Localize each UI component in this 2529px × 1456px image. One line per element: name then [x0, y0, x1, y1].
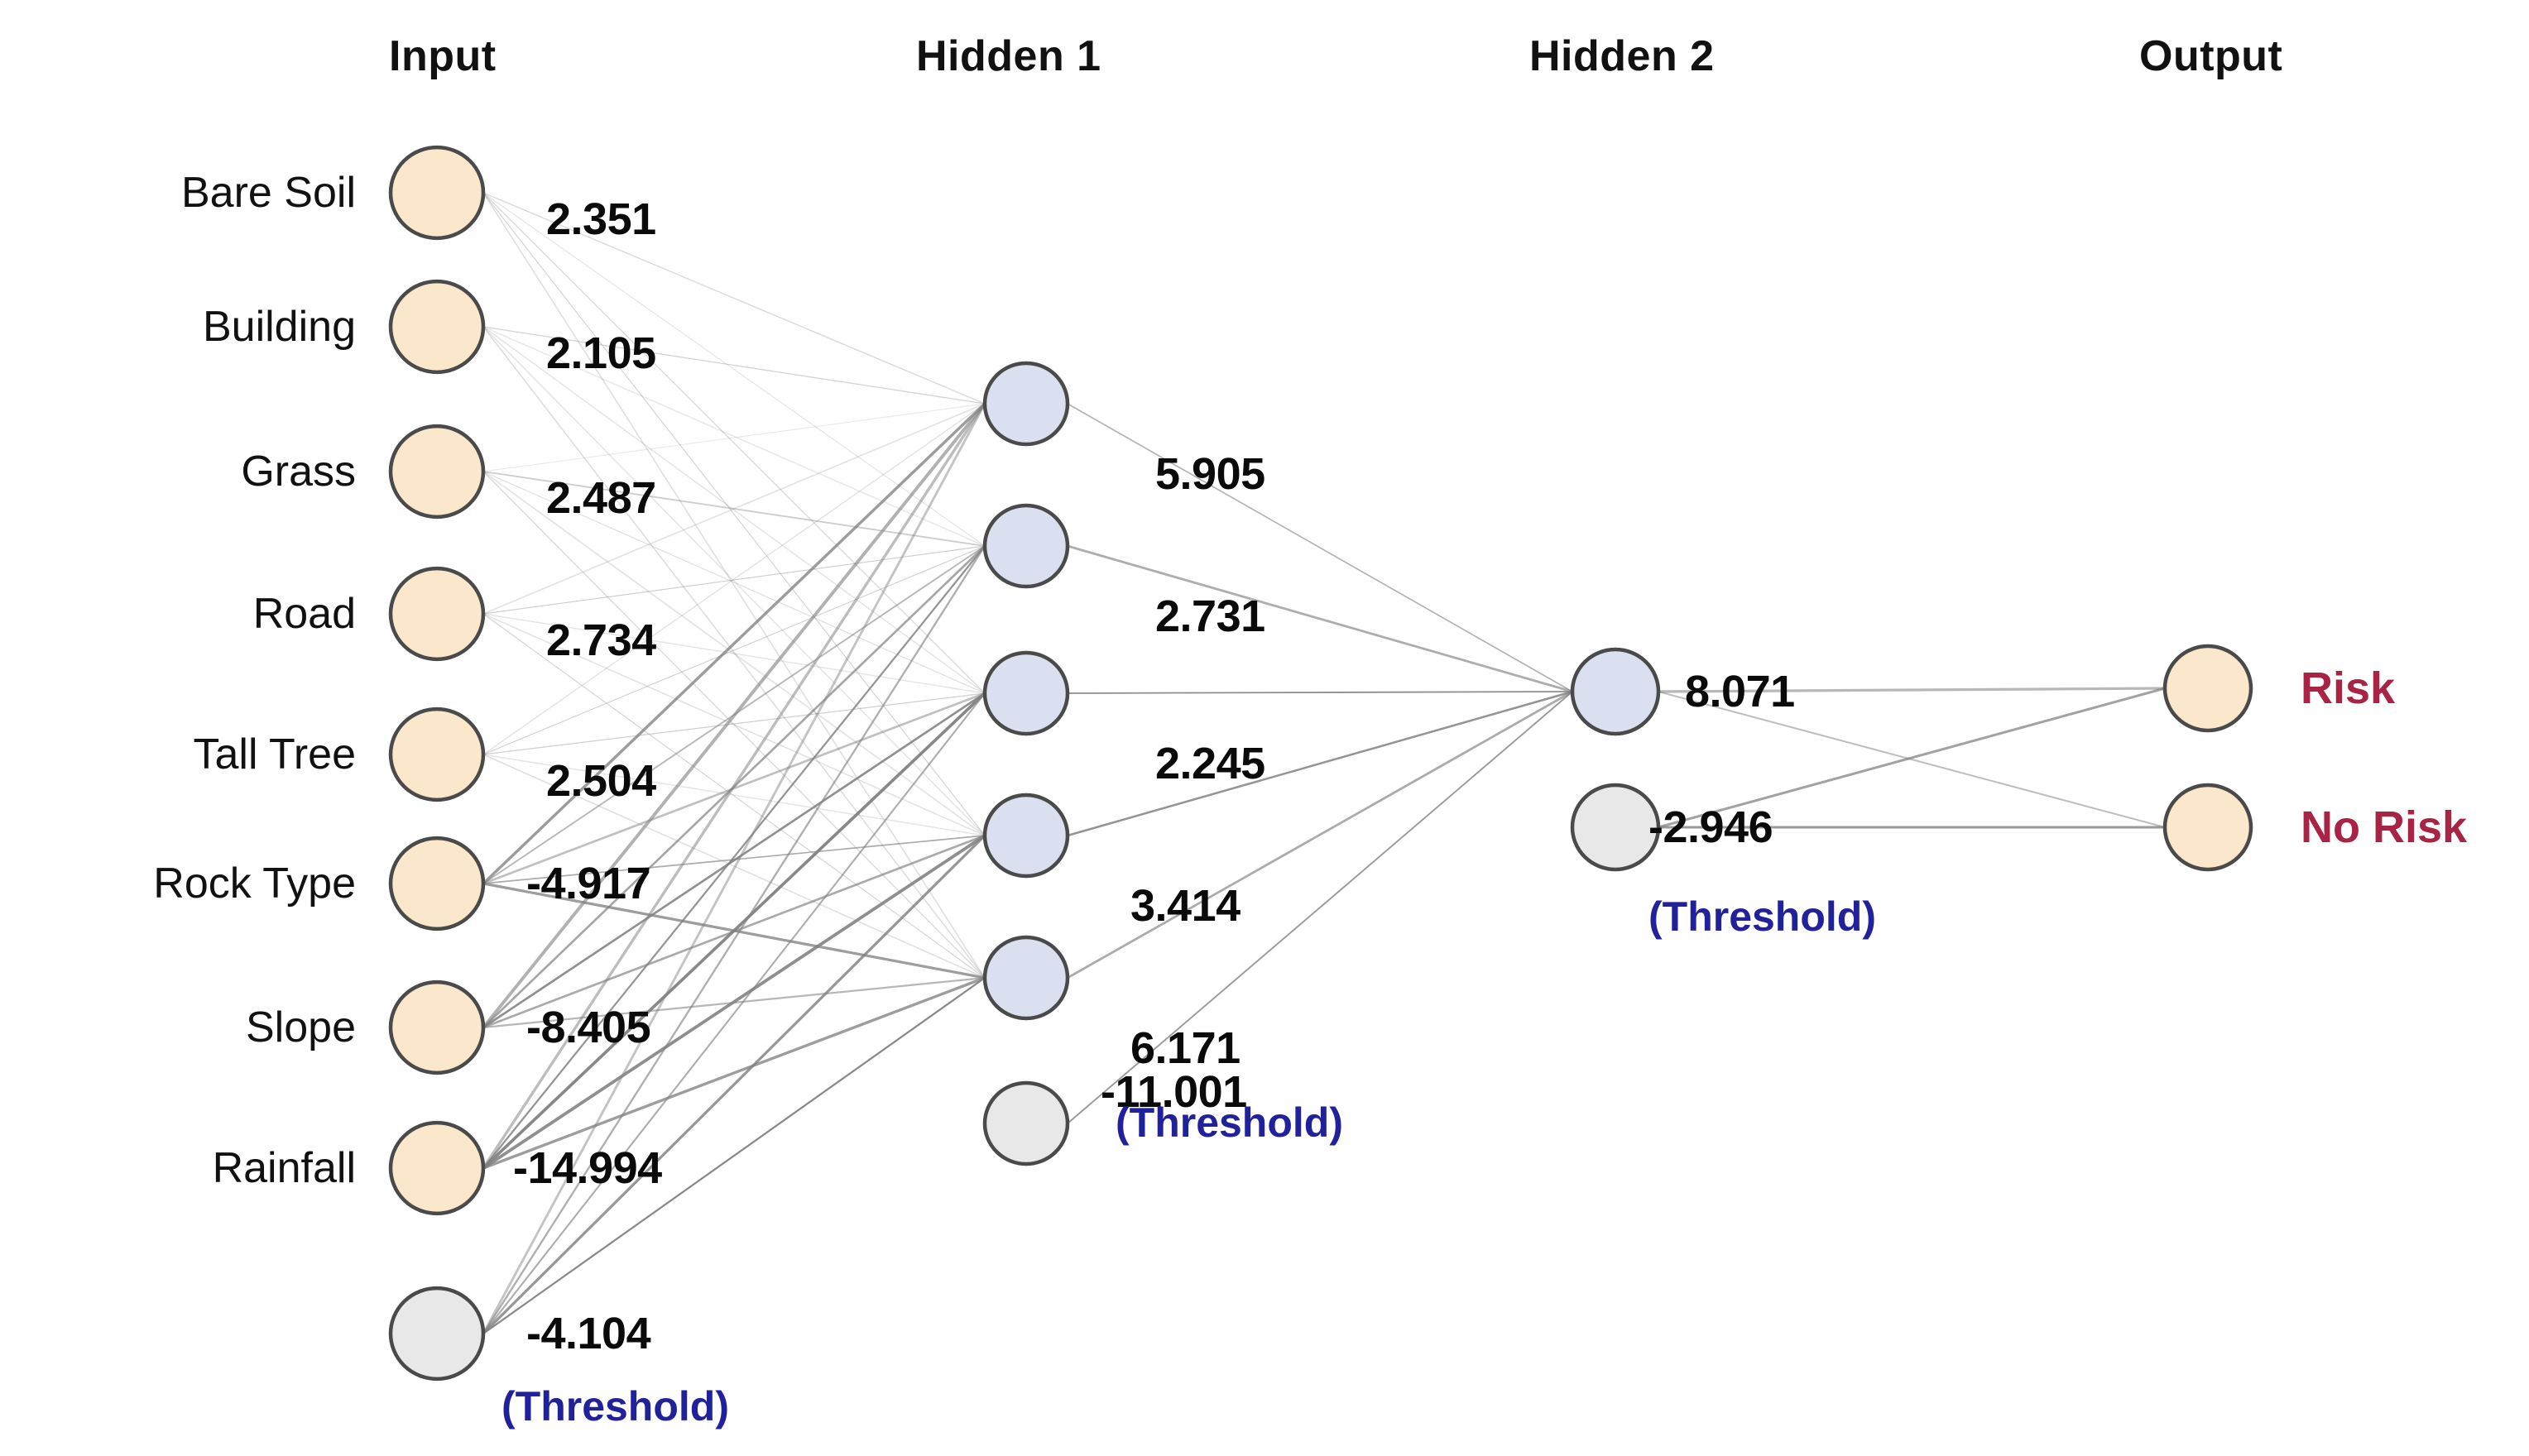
connection-edge [482, 976, 986, 1170]
connection-edge [482, 545, 986, 1334]
input-weight-label-2: 2.487 [546, 473, 656, 523]
hidden1-node-2[interactable] [982, 650, 1070, 736]
connection-edge [482, 192, 986, 547]
input-feature-label-4: Tall Tree [193, 730, 356, 778]
input-node-2[interactable] [388, 424, 486, 520]
input-weight-label-0: 2.351 [546, 194, 656, 244]
connection-edge [1067, 403, 1573, 692]
hidden2-weight-label-1: -2.946 [1648, 802, 1773, 852]
connection-edge [482, 326, 986, 694]
column-header-output: Output [2139, 32, 2283, 80]
input-weight-label-5: -4.917 [526, 859, 651, 908]
input-node-0[interactable] [388, 145, 486, 241]
connection-edge [1067, 690, 1573, 979]
connection-edge [1658, 687, 2166, 829]
output-class-label-1: No Risk [2301, 802, 2468, 852]
connection-edge [482, 834, 986, 1335]
connection-edge [1067, 544, 1573, 693]
connection-edge [482, 326, 986, 979]
connection-edge [482, 471, 986, 694]
hidden2-threshold-node[interactable] [1570, 783, 1661, 872]
hidden1-weight-label-4: 6.171 [1130, 1023, 1241, 1073]
input-feature-label-3: Road [252, 590, 356, 638]
input-feature-label-0: Bare Soil [181, 169, 356, 217]
input-feature-label-5: Rock Type [153, 860, 356, 908]
hidden1-node-1[interactable] [982, 503, 1070, 589]
input-weight-label-1: 2.105 [546, 328, 656, 378]
connection-edge [482, 692, 986, 1170]
connection-edge [482, 403, 986, 615]
connection-edge [482, 977, 986, 1334]
connection-edge [482, 402, 986, 1029]
connection-edge [482, 692, 986, 1029]
connection-edge [482, 471, 986, 836]
connection-edge [1067, 691, 1573, 1124]
output-class-label-0: Risk [2301, 663, 2396, 713]
output-node-0[interactable] [2162, 644, 2253, 733]
input-weight-label-4: 2.504 [546, 756, 656, 806]
connection-edge [482, 613, 986, 694]
connection-edge [482, 754, 986, 836]
input-feature-label-7: Rainfall [212, 1144, 356, 1192]
hidden2-node-0[interactable] [1570, 647, 1661, 736]
hidden1-weight-label-2: 2.245 [1155, 739, 1265, 788]
input-feature-label-1: Building [202, 303, 356, 351]
connection-edge [1658, 691, 2166, 828]
column-header-input: Input [389, 32, 497, 80]
connection-edge [482, 403, 986, 1169]
input-node-7[interactable] [388, 1120, 486, 1216]
connection-edge [482, 192, 986, 836]
connection-edge [482, 834, 986, 1170]
connection-edge [482, 192, 986, 979]
hidden2-weight-label-0: 8.071 [1685, 667, 1795, 716]
input-weight-label-3: 2.734 [546, 615, 656, 665]
input-node-1[interactable] [388, 279, 486, 375]
column-header-hidden2: Hidden 2 [1529, 32, 1715, 80]
column-header-hidden1: Hidden 1 [916, 32, 1101, 80]
hidden1-threshold-node[interactable] [982, 1080, 1070, 1166]
connection-edge [482, 402, 986, 885]
input-weight-label-7: -14.994 [513, 1143, 662, 1193]
connection-edge [482, 403, 986, 1334]
connection-edge [482, 545, 986, 755]
hidden1-weight-label-0: 5.905 [1155, 449, 1265, 499]
hidden1-weight-label-3: 3.414 [1130, 881, 1241, 931]
connection-edge [482, 403, 986, 472]
connection-edge [482, 471, 986, 979]
hidden1-node-3[interactable] [982, 793, 1070, 879]
connection-edge [482, 545, 986, 615]
input-weight-label-8: -4.104 [526, 1309, 651, 1358]
input-threshold-node[interactable] [388, 1286, 486, 1382]
hidden1-node-0[interactable] [982, 361, 1070, 447]
connection-edge [482, 192, 986, 694]
hidden1-weight-label-1: 2.731 [1155, 592, 1265, 641]
hidden1-threshold-caption: (Threshold) [1116, 1099, 1343, 1146]
input-threshold-caption: (Threshold) [501, 1383, 729, 1430]
input-node-5[interactable] [388, 836, 486, 932]
connection-edge [482, 692, 986, 1334]
input-feature-label-2: Grass [241, 448, 356, 496]
output-node-1[interactable] [2162, 783, 2253, 872]
connection-edge [482, 326, 986, 836]
input-node-6[interactable] [388, 979, 486, 1075]
input-feature-label-6: Slope [246, 1003, 356, 1051]
connection-edge [1658, 687, 2166, 693]
hidden2-threshold-caption: (Threshold) [1648, 893, 1876, 940]
connection-edge [1067, 691, 1573, 694]
connection-edge [482, 403, 986, 755]
input-weight-label-6: -8.405 [526, 1003, 651, 1052]
connection-edge [482, 192, 986, 405]
input-node-3[interactable] [388, 566, 486, 662]
input-node-4[interactable] [388, 706, 486, 802]
hidden1-weight-label-5: -11.001 [1101, 1067, 1247, 1117]
connection-edge [1067, 690, 1573, 837]
hidden1-node-4[interactable] [982, 935, 1070, 1021]
connection-edge [482, 692, 986, 755]
connection-edge [482, 326, 986, 405]
connection-edge [482, 545, 986, 1169]
connection-edge [482, 754, 986, 979]
